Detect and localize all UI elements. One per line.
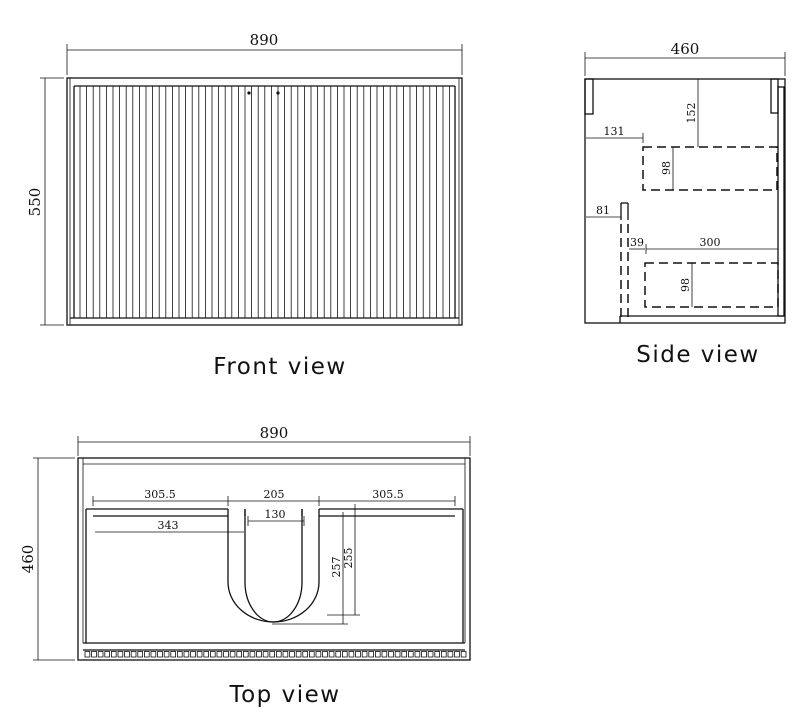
edge-square xyxy=(130,651,137,658)
edge-square xyxy=(242,651,249,658)
side-cabinet-outline xyxy=(584,78,786,324)
top-depth-label: 460 xyxy=(19,545,37,574)
edge-square xyxy=(361,651,368,658)
svg-text:305.5: 305.5 xyxy=(144,488,176,501)
edge-square xyxy=(440,651,447,658)
edge-square xyxy=(229,651,236,658)
svg-text:98: 98 xyxy=(660,161,673,175)
edge-square xyxy=(315,651,322,658)
side-view: 460 152 131 98 81 39 300 98 Side view xyxy=(584,40,786,368)
edge-square xyxy=(157,651,163,658)
svg-text:39: 39 xyxy=(630,236,644,249)
edge-square xyxy=(447,651,454,658)
edge-square xyxy=(111,651,117,658)
edge-square xyxy=(308,651,315,658)
door-handle-right xyxy=(276,91,280,95)
basin-inner-outline xyxy=(244,509,303,623)
edge-square xyxy=(282,651,289,658)
top-cabinet-outline xyxy=(77,457,471,661)
edge-square xyxy=(381,651,388,658)
front-width-label: 890 xyxy=(250,31,279,49)
edge-square xyxy=(394,651,401,658)
edge-square xyxy=(124,651,130,658)
edge-square xyxy=(374,651,381,658)
edge-square xyxy=(150,651,157,658)
edge-square xyxy=(341,651,348,658)
edge-square xyxy=(137,651,144,658)
edge-square xyxy=(216,651,223,658)
edge-square xyxy=(183,651,190,658)
side-view-caption: Side view xyxy=(636,342,760,368)
edge-square xyxy=(421,651,427,658)
svg-text:300: 300 xyxy=(700,236,721,249)
top-view-caption: Top view xyxy=(228,682,340,708)
edge-square xyxy=(322,651,328,658)
edge-square xyxy=(163,651,170,658)
edge-square xyxy=(414,651,421,658)
side-depth-label: 460 xyxy=(671,40,700,58)
svg-text:257: 257 xyxy=(330,557,343,578)
edge-square xyxy=(388,651,394,658)
door-handle-left xyxy=(247,91,251,95)
top-view: 890 460 305.5 205 305.5 130 343 257 255 … xyxy=(19,424,471,708)
edge-square xyxy=(355,651,361,658)
svg-text:343: 343 xyxy=(158,519,179,532)
edge-square xyxy=(84,651,91,658)
edge-square xyxy=(203,651,210,658)
edge-square xyxy=(427,651,434,658)
svg-text:98: 98 xyxy=(679,278,692,292)
front-view: 890 550 Front view xyxy=(26,31,463,380)
edge-square xyxy=(289,651,295,658)
front-view-caption: Front view xyxy=(213,354,346,380)
edge-square xyxy=(170,651,177,658)
upper-drawer-outline xyxy=(642,146,778,191)
fluted-door-panel xyxy=(79,86,451,318)
edge-square xyxy=(269,651,275,658)
svg-text:131: 131 xyxy=(604,125,625,138)
edge-square xyxy=(97,651,104,658)
svg-text:255: 255 xyxy=(342,548,355,569)
edge-square xyxy=(434,651,440,658)
edge-square xyxy=(407,651,414,658)
edge-square xyxy=(91,651,97,658)
edge-square xyxy=(328,651,335,658)
edge-square xyxy=(335,651,341,658)
edge-square xyxy=(454,651,460,658)
lower-drawer-outline xyxy=(644,262,779,308)
basin-outer-outline xyxy=(227,509,320,623)
fluted-edge-pattern xyxy=(84,651,467,658)
svg-text:205: 205 xyxy=(264,488,285,501)
edge-square xyxy=(256,651,262,658)
svg-text:305.5: 305.5 xyxy=(372,488,404,501)
edge-square xyxy=(262,651,269,658)
edge-square xyxy=(104,651,111,658)
edge-square xyxy=(190,651,196,658)
edge-square xyxy=(223,651,229,658)
edge-square xyxy=(196,651,203,658)
edge-square xyxy=(209,651,216,658)
edge-square xyxy=(236,651,243,658)
edge-square xyxy=(117,651,124,658)
top-width-label: 890 xyxy=(260,424,289,442)
edge-square xyxy=(275,651,282,658)
svg-text:130: 130 xyxy=(265,508,286,521)
front-height-label: 550 xyxy=(26,188,44,217)
edge-square xyxy=(143,651,150,658)
edge-square xyxy=(176,651,183,658)
svg-text:81: 81 xyxy=(596,204,610,217)
edge-square xyxy=(460,651,467,658)
svg-text:152: 152 xyxy=(685,103,698,124)
edge-square xyxy=(249,651,256,658)
edge-square xyxy=(295,651,302,658)
edge-square xyxy=(302,651,308,658)
edge-square xyxy=(348,651,355,658)
edge-square xyxy=(368,651,374,658)
front-cabinet-outline xyxy=(66,77,463,326)
edge-square xyxy=(401,651,407,658)
